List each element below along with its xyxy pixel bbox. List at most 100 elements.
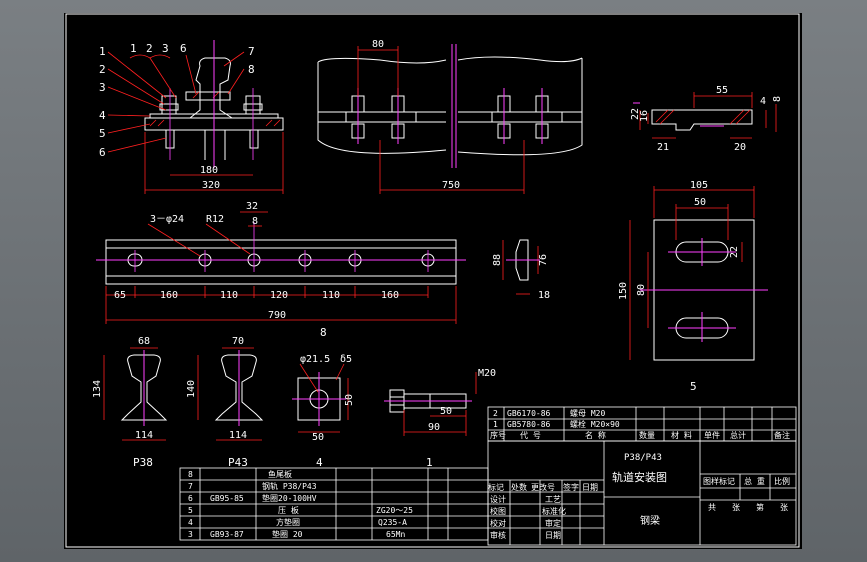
fishplate-leaders bbox=[147, 211, 268, 257]
bom-row-8-name: 鱼尾板 bbox=[268, 469, 292, 479]
fishplate bbox=[105, 239, 457, 285]
clip-dim-8: 8 bbox=[772, 96, 783, 102]
fishplate-dim-4: 120 bbox=[270, 290, 288, 301]
dim-180: 180 bbox=[200, 165, 218, 176]
callout-1: 1 bbox=[99, 45, 106, 58]
holes-note: 3－φ24 bbox=[150, 214, 184, 225]
bp-dim-50: 50 bbox=[694, 197, 706, 208]
top-label-1: 1 bbox=[130, 42, 137, 55]
bom-row-4-name: 方垫圈 bbox=[276, 517, 300, 527]
bom-header-3: 数量 bbox=[639, 430, 655, 440]
bom-top-no-1: 2 bbox=[493, 409, 498, 418]
callout-numbers: 1 2 3 4 5 6 1 2 3 6 7 8 bbox=[99, 42, 255, 159]
fishplate-dim-6: 160 bbox=[381, 290, 399, 301]
fishplate-dim-1: 65 bbox=[114, 290, 126, 301]
top-label-3: 3 bbox=[162, 42, 169, 55]
clip-view bbox=[651, 109, 753, 131]
bom-row-6-code: GB95-85 bbox=[210, 494, 244, 503]
fishplate-dim-3: 110 bbox=[220, 290, 238, 301]
title-block bbox=[487, 440, 797, 546]
bom-header-7: 备注 bbox=[774, 430, 790, 440]
p43-label: P43 bbox=[228, 456, 248, 469]
bom-row-6-name: 垫圈20-100HV bbox=[262, 493, 317, 503]
bom-header-6: 总计 bbox=[730, 430, 746, 440]
callout-2: 2 bbox=[99, 63, 106, 76]
fishplate-total: 790 bbox=[268, 310, 286, 321]
p38-height: 134 bbox=[92, 380, 103, 398]
bom-header-1: 代 号 bbox=[520, 430, 541, 440]
right-h-2: 比例 bbox=[774, 476, 790, 486]
callout-3: 3 bbox=[99, 81, 106, 94]
bom-row-8-no: 8 bbox=[188, 470, 193, 479]
p38-label: P38 bbox=[133, 456, 153, 469]
drawing-border bbox=[65, 13, 800, 548]
rev-h-3: 签字 bbox=[563, 482, 579, 492]
bom-row-5-mat: ZG20～25 bbox=[376, 506, 413, 515]
role-3: 审核 bbox=[490, 530, 506, 540]
profile-p38 bbox=[120, 354, 168, 421]
dim-80: 80 bbox=[372, 39, 384, 50]
bom-top-name-1: 螺母 M20 bbox=[570, 408, 605, 418]
dim-320: 320 bbox=[202, 180, 220, 191]
top-label-8: 8 bbox=[248, 63, 255, 76]
right-h-0: 图样标记 bbox=[703, 476, 735, 486]
right-h-1: 总 重 bbox=[744, 476, 765, 486]
bom-row-5-no: 5 bbox=[188, 506, 193, 515]
drawing-svg: 1 2 3 4 5 6 1 2 3 6 7 8 180 320 bbox=[65, 13, 800, 548]
callout-4: 4 bbox=[99, 109, 106, 122]
clip-dim-21: 21 bbox=[657, 142, 669, 153]
fs-dim-76: 76 bbox=[538, 254, 549, 266]
title-material: 钢梁 bbox=[640, 514, 660, 527]
bom-row-3-code: GB93-87 bbox=[210, 530, 244, 539]
rev-h-2: 更改号 bbox=[531, 482, 555, 492]
bom-row-3-name: 垫圈 20 bbox=[272, 529, 303, 539]
bolt-total: 90 bbox=[428, 422, 440, 433]
check-3: 日期 bbox=[545, 531, 561, 540]
bom-row-7-name: 钢轨 P38/P43 bbox=[262, 481, 317, 491]
fs-dim-18: 18 bbox=[538, 290, 550, 301]
dim-750: 750 bbox=[442, 180, 460, 191]
bom-top-no-2: 1 bbox=[493, 420, 498, 429]
sheet-3: 张 bbox=[780, 503, 788, 512]
fishplate-dim-2: 160 bbox=[160, 290, 178, 301]
clip-dim-16: 16 bbox=[639, 110, 650, 122]
bp-dim-22: 22 bbox=[729, 246, 740, 258]
section-dims bbox=[144, 132, 284, 194]
p43-height: 140 bbox=[186, 380, 197, 398]
callout-6: 6 bbox=[99, 146, 106, 159]
clip-dim-55: 55 bbox=[716, 85, 728, 96]
callout-5: 5 bbox=[99, 127, 106, 140]
role-1: 校图 bbox=[490, 506, 506, 516]
rev-h-0: 标记 bbox=[488, 482, 504, 492]
bom-top-name-2: 螺栓 M20×90 bbox=[570, 419, 620, 429]
title-top: P38/P43 bbox=[624, 453, 662, 463]
bp-dim-150: 150 bbox=[618, 282, 629, 300]
clip-dim-4: 4 bbox=[760, 96, 766, 107]
top-label-2: 2 bbox=[146, 42, 153, 55]
fishplate-section bbox=[515, 239, 529, 281]
bom-row-3-no: 3 bbox=[188, 530, 193, 539]
fs-dim-88: 88 bbox=[492, 254, 503, 266]
drawing-canvas[interactable]: 1 2 3 4 5 6 1 2 3 6 7 8 180 320 bbox=[64, 13, 802, 549]
bom-bottom bbox=[179, 467, 489, 541]
bom-row-3-mat: 65Mn bbox=[386, 530, 405, 539]
top-label-7: 7 bbox=[248, 45, 255, 58]
p43-top: 70 bbox=[232, 336, 244, 347]
top-label-6: 6 bbox=[180, 42, 187, 55]
bolt-label: 1 bbox=[426, 456, 433, 469]
bom-header-0: 序号 bbox=[490, 430, 506, 440]
washer-thick: δ5 bbox=[340, 354, 352, 365]
fishplate-label: 8 bbox=[320, 326, 327, 339]
offset-note: 8 bbox=[252, 216, 258, 227]
bolt-len: 50 bbox=[440, 406, 452, 417]
check-2: 审定 bbox=[545, 518, 561, 528]
bom-top-code-1: GB6170-86 bbox=[507, 409, 551, 418]
bom-row-7-no: 7 bbox=[188, 482, 193, 491]
washer-label: 4 bbox=[316, 456, 323, 469]
bom-header-2: 名 称 bbox=[585, 430, 606, 440]
check-1: 标准化 bbox=[542, 506, 566, 516]
rev-h-4: 日期 bbox=[582, 483, 598, 492]
washer-size: 50 bbox=[312, 432, 324, 443]
bom-row-6-no: 6 bbox=[188, 494, 193, 503]
